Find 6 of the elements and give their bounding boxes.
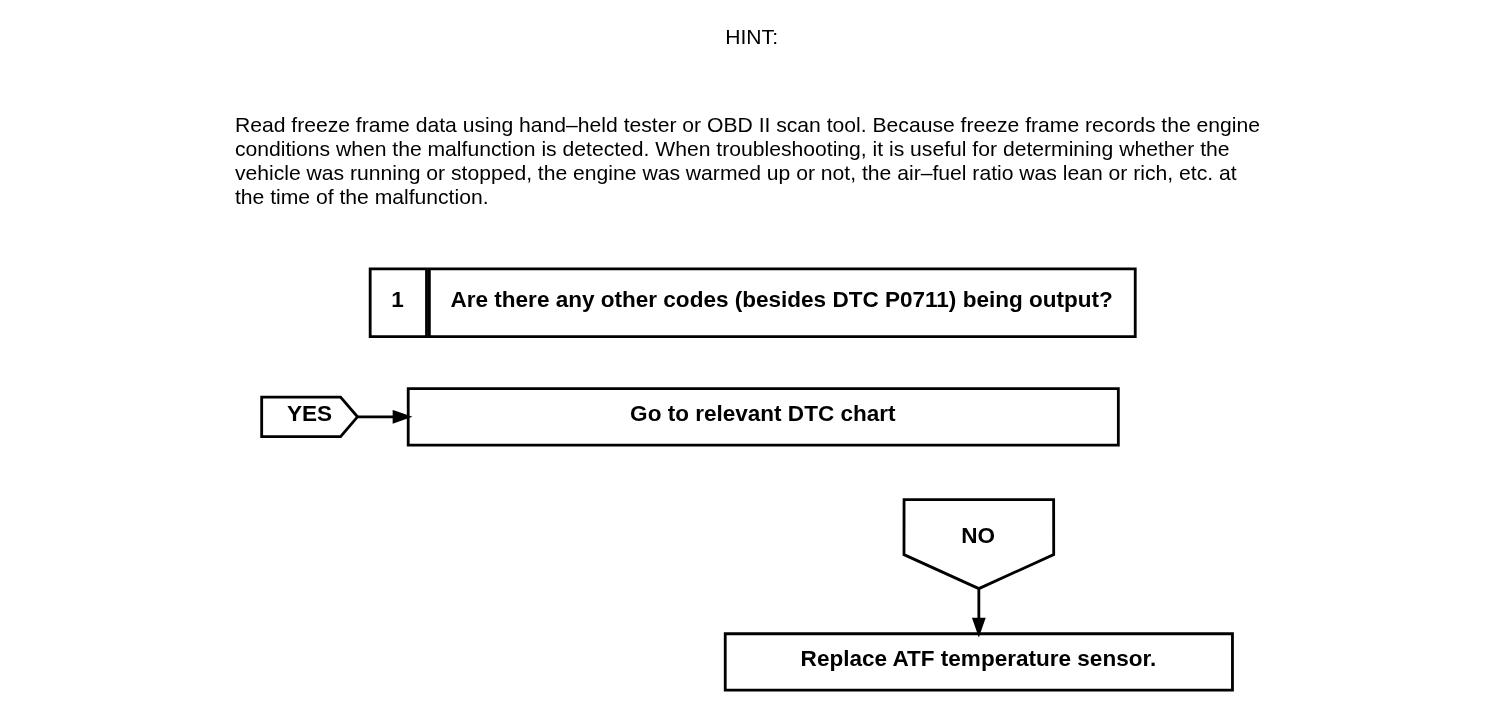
label: Read freeze frame data using hand–held tester or OBD II scan tool. Because freeze frame records the engine conditions when the malfunction is detected. When troubleshooting, it is useful for determining whether the vehicle was running or stopped, the engine was warmed up or not, the air–fuel ratio was lean or rich, etc. at the time of the malfunction. [234, 113, 1261, 209]
arrow [357, 409, 413, 424]
node-box: Replace ATF temperature sensor. [723, 632, 1234, 692]
node-box: Go to relevant DTC chart [406, 387, 1120, 447]
arrow [971, 588, 986, 638]
label: HINT: [725, 25, 779, 49]
